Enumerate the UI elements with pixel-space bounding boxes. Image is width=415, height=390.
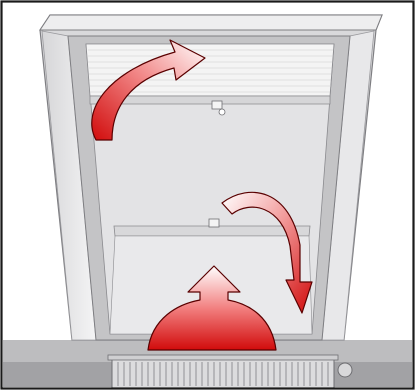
rising-heat-arrow-icon	[147, 265, 277, 351]
lower-rail-handle-icon	[208, 218, 220, 228]
radiator	[107, 354, 339, 389]
warm-air-arrow-icon	[91, 39, 206, 141]
blind-bottom-rail	[89, 95, 331, 105]
radiator-fins	[117, 362, 329, 386]
lining-fixing-icon	[337, 362, 353, 378]
lining-top	[39, 14, 383, 31]
blind-lower-rail	[113, 225, 311, 237]
cold-air-arrow-icon	[221, 191, 313, 314]
rail-handle-icon	[211, 100, 226, 116]
